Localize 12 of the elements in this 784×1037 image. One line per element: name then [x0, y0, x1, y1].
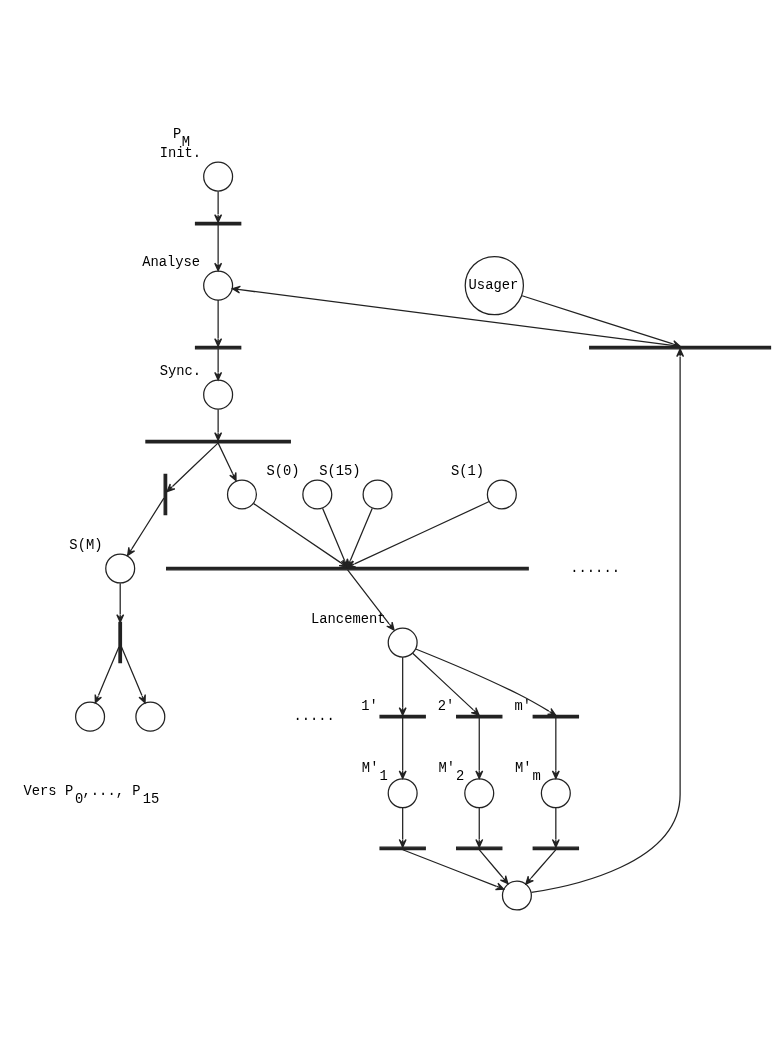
- node-label: 1': [361, 699, 378, 715]
- node-label: Sync.: [159, 363, 202, 379]
- node-label: S(15): [319, 463, 361, 479]
- node-label: S(1): [451, 463, 485, 479]
- label: .....: [293, 709, 335, 725]
- node-label: 2': [437, 699, 455, 715]
- label: ......: [570, 561, 620, 577]
- node-label: m': [514, 699, 531, 715]
- node-label: Lancement: [311, 611, 386, 627]
- node-label: Analyse: [142, 254, 201, 270]
- node-label: S(M): [69, 537, 103, 553]
- node-label: S(0): [266, 463, 300, 479]
